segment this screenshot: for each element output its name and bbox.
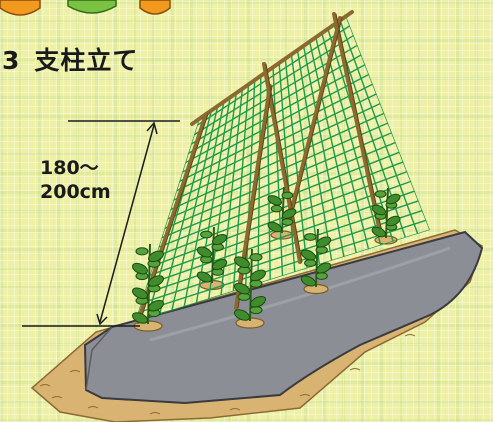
net-strand: [152, 170, 408, 267]
arrow-head-bottom: [96, 313, 108, 326]
seedling: [196, 226, 228, 284]
seedling: [267, 186, 297, 234]
seedling: [234, 248, 266, 322]
step-title: 3 支柱立て: [2, 41, 138, 77]
net-strand: [146, 190, 415, 286]
net-strand: [167, 122, 389, 220]
top-crossbar: [190, 10, 354, 126]
mulch-sheet: [83, 230, 484, 405]
net-strand: [140, 209, 423, 304]
left-orange-icon: [0, 0, 41, 16]
seedling: [300, 228, 332, 288]
height-range-line1: 180～: [40, 157, 99, 179]
height-range-line2: 200cm: [40, 181, 111, 203]
net-strand: [196, 25, 351, 126]
arrow-head-top: [146, 121, 158, 135]
net-strand: [170, 112, 385, 211]
dimension-arrow-line: [99, 124, 155, 323]
net-strand: [164, 132, 393, 230]
net-strand: [135, 229, 430, 322]
net-strand: [161, 141, 396, 239]
mulch-highlight: [149, 246, 451, 342]
step-title-text: 支柱立て: [34, 46, 139, 75]
seedling: [371, 187, 401, 239]
top-decoration: [0, 0, 171, 16]
net-strand: [173, 102, 381, 201]
green-leaf-icon: [67, 0, 117, 14]
height-dimension: [22, 120, 180, 327]
pole: [286, 16, 342, 226]
seedling: [132, 243, 164, 325]
net-strand: [187, 54, 362, 155]
net-strand: [143, 200, 419, 295]
height-label: 180～ 200cm: [40, 156, 111, 204]
step-number: 3: [2, 46, 21, 75]
mulch-fold: [85, 326, 113, 391]
right-orange-icon: [139, 0, 171, 15]
seedlings: [132, 186, 401, 325]
pole: [332, 12, 382, 234]
net-strand: [193, 34, 355, 136]
